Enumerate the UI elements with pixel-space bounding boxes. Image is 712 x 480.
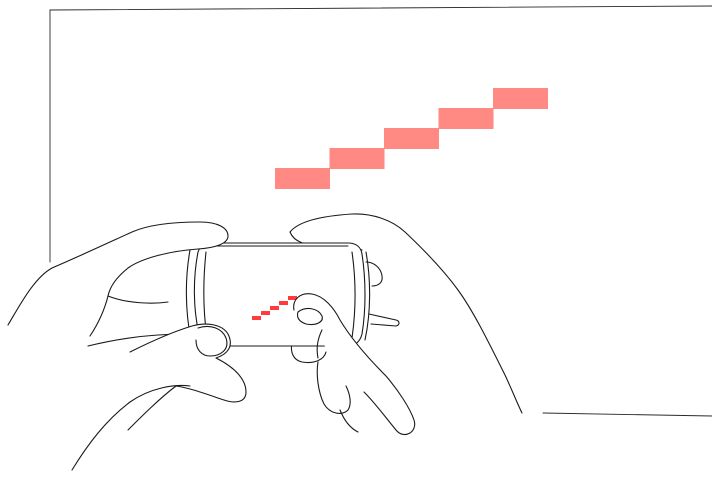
phone-step-1: [252, 316, 261, 320]
wall-top-edge: [50, 6, 712, 10]
phone-step-3: [270, 306, 279, 310]
phone-right-edge: [365, 252, 370, 340]
left-index-finger: [108, 296, 168, 303]
wall-step-5: [493, 88, 548, 109]
wall-step-2: [330, 148, 385, 169]
left-thumb-and-fingers: [128, 324, 246, 430]
wall-staircase: [275, 88, 548, 189]
phone-step-2: [261, 311, 270, 315]
phone-step-4: [279, 301, 288, 305]
wall-bottom-edge: [543, 413, 712, 416]
left-palm-crease: [90, 296, 108, 336]
wall-step-1: [275, 168, 330, 189]
wall-step-4: [439, 108, 494, 129]
wall-step-3: [384, 128, 439, 149]
right-little-finger: [369, 314, 399, 326]
